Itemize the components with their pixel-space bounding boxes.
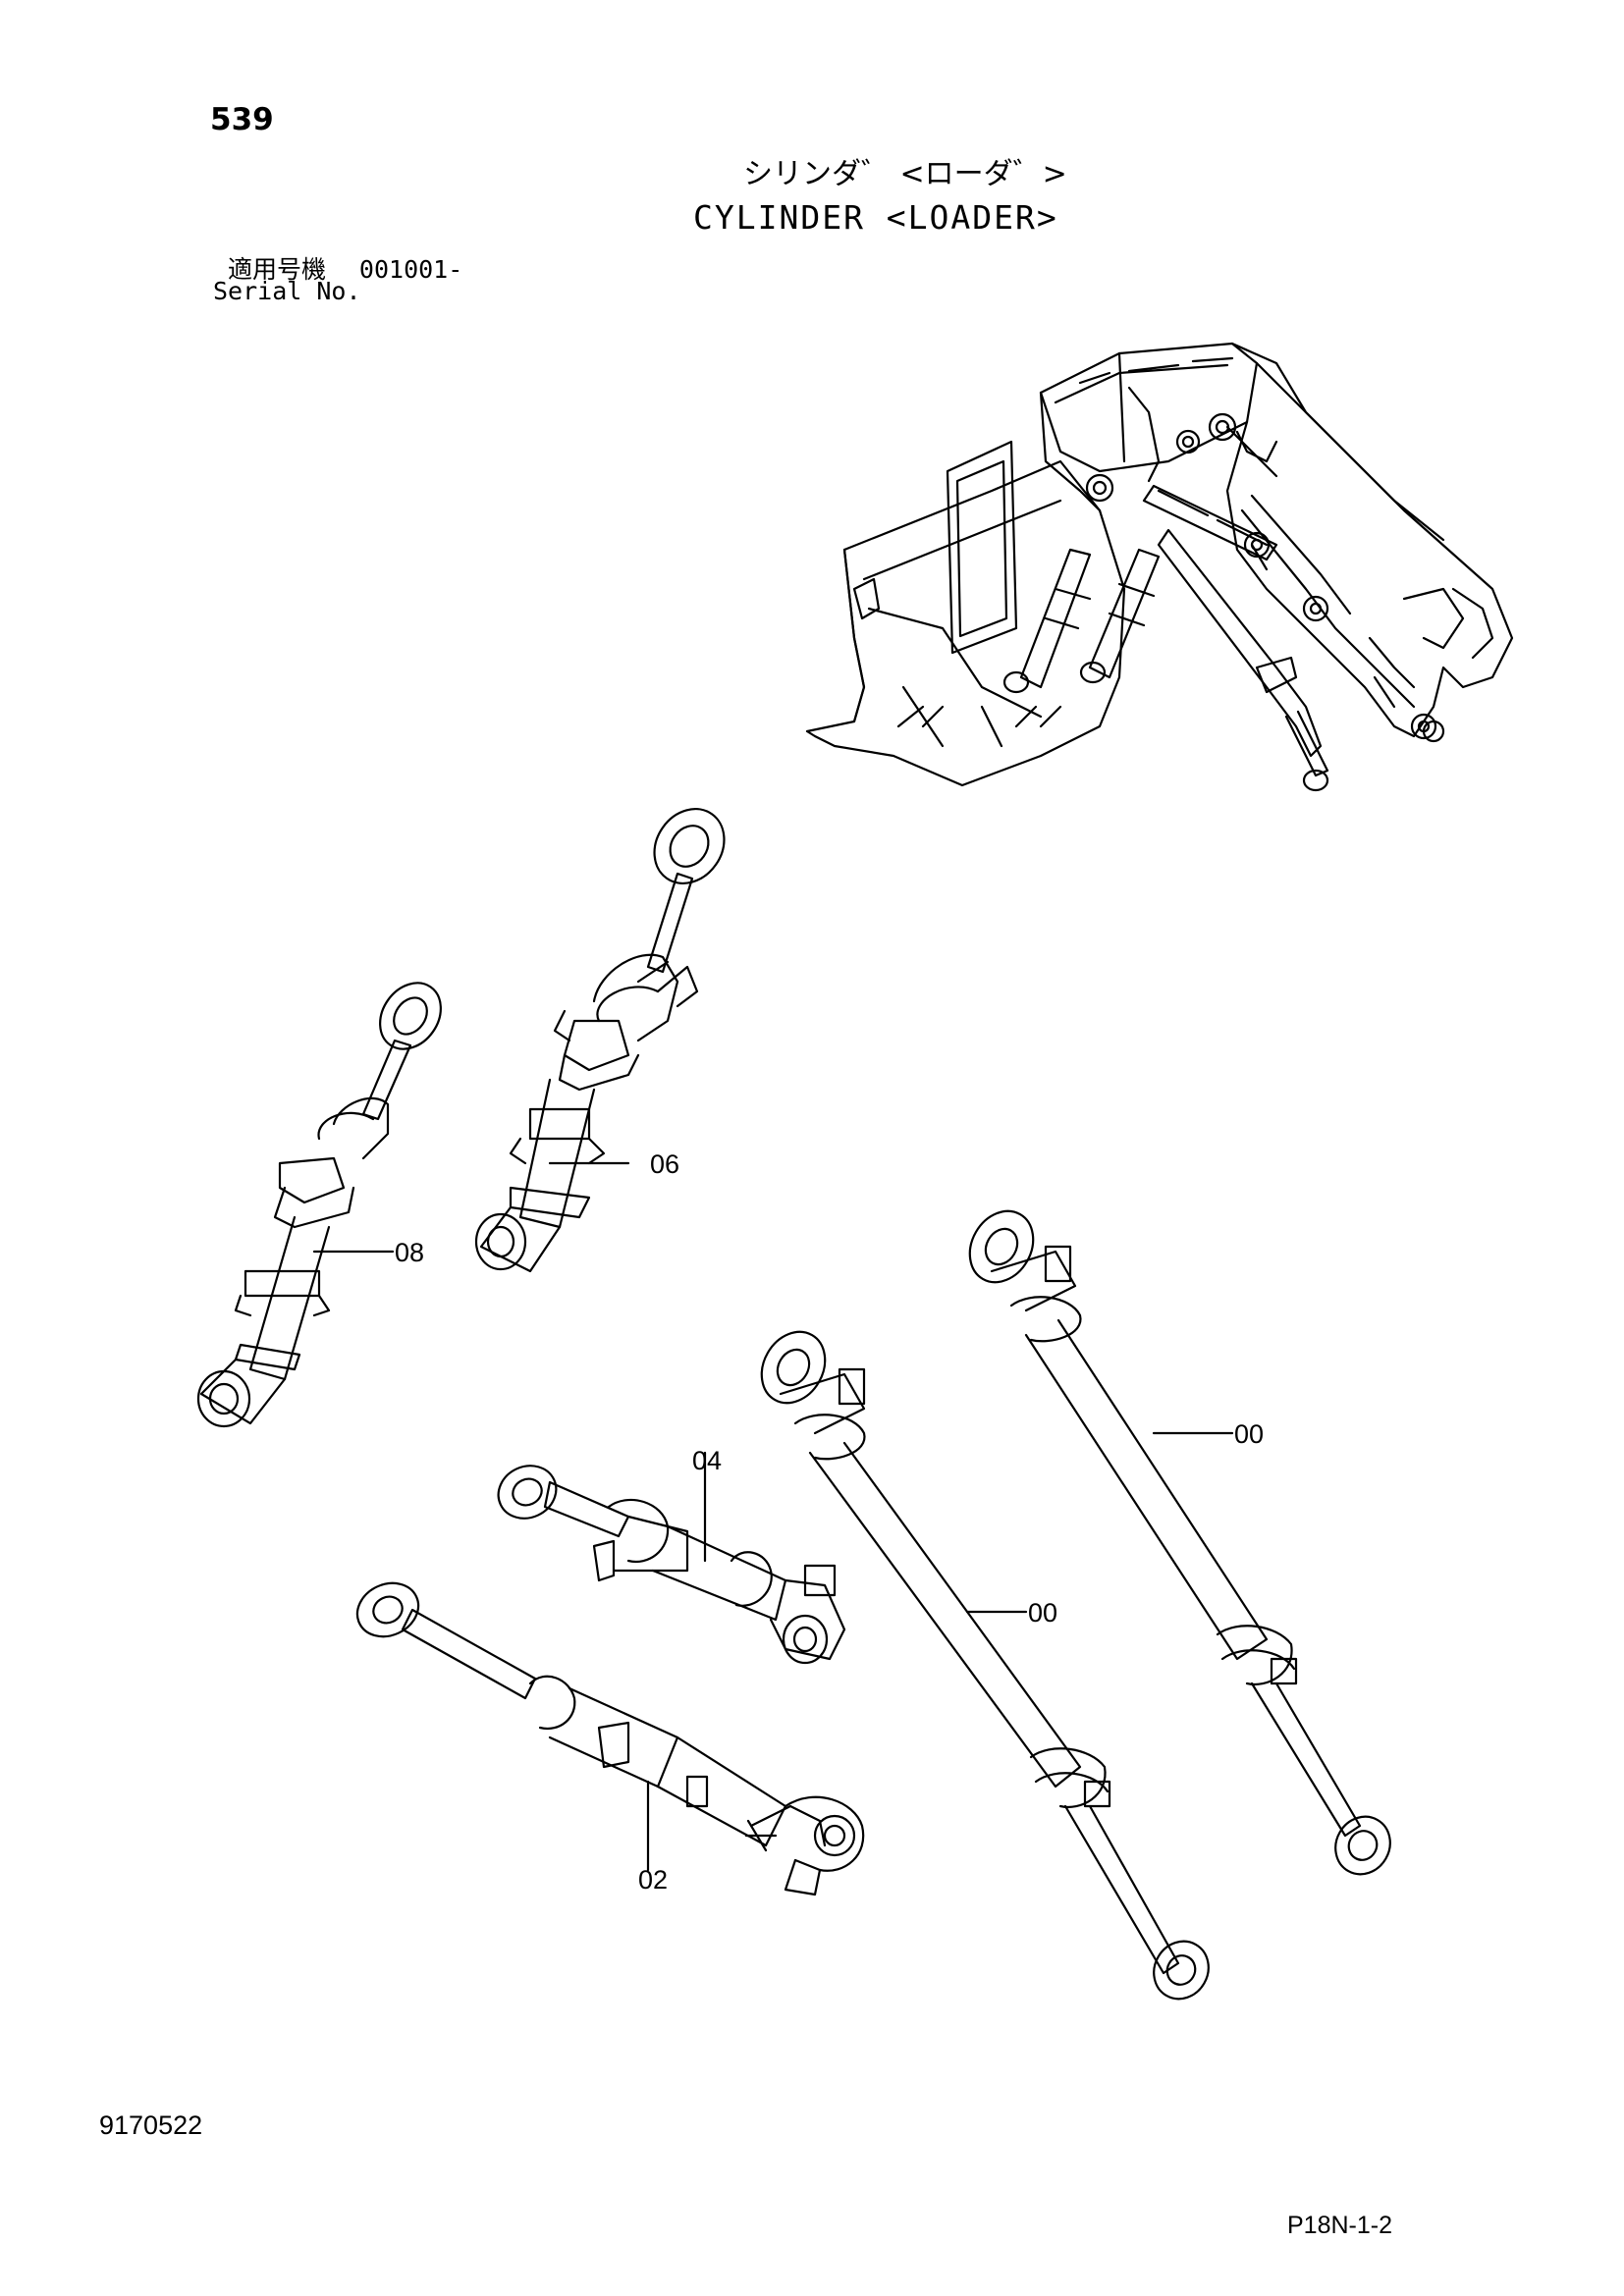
title-english: CYLINDER <LOADER> <box>693 198 1058 237</box>
serial-label-jp-text: 適用号機 <box>228 255 327 284</box>
drawing-id: 9170522 <box>99 2110 203 2140</box>
figure-code: P18N-1-2 <box>1287 2212 1392 2239</box>
serial-label-english: Serial No. <box>213 277 361 305</box>
cylinder-02 <box>355 1581 865 1896</box>
cylinder-08 <box>196 982 442 1428</box>
cylinder-06 <box>474 808 726 1273</box>
cylinder-04 <box>497 1451 846 1665</box>
callout-04: 04 <box>692 1446 723 1475</box>
page-number: 539 <box>210 102 274 137</box>
callout-02: 02 <box>638 1865 669 1895</box>
cylinder-00-right <box>968 1209 1391 1876</box>
callout-08: 08 <box>395 1238 425 1267</box>
serial-label-japanese: 適用号機 001001- <box>228 250 462 286</box>
callout-00-right: 00 <box>1234 1419 1265 1449</box>
cylinder-00-left <box>760 1330 1210 2001</box>
callout-00-left: 00 <box>1028 1598 1058 1628</box>
serial-value: 001001- <box>358 255 463 284</box>
title-japanese: シリンダ゛ <ローダ゛> <box>743 157 1067 191</box>
callout-06: 06 <box>650 1149 680 1179</box>
machine-overview-illustration <box>805 342 1514 792</box>
